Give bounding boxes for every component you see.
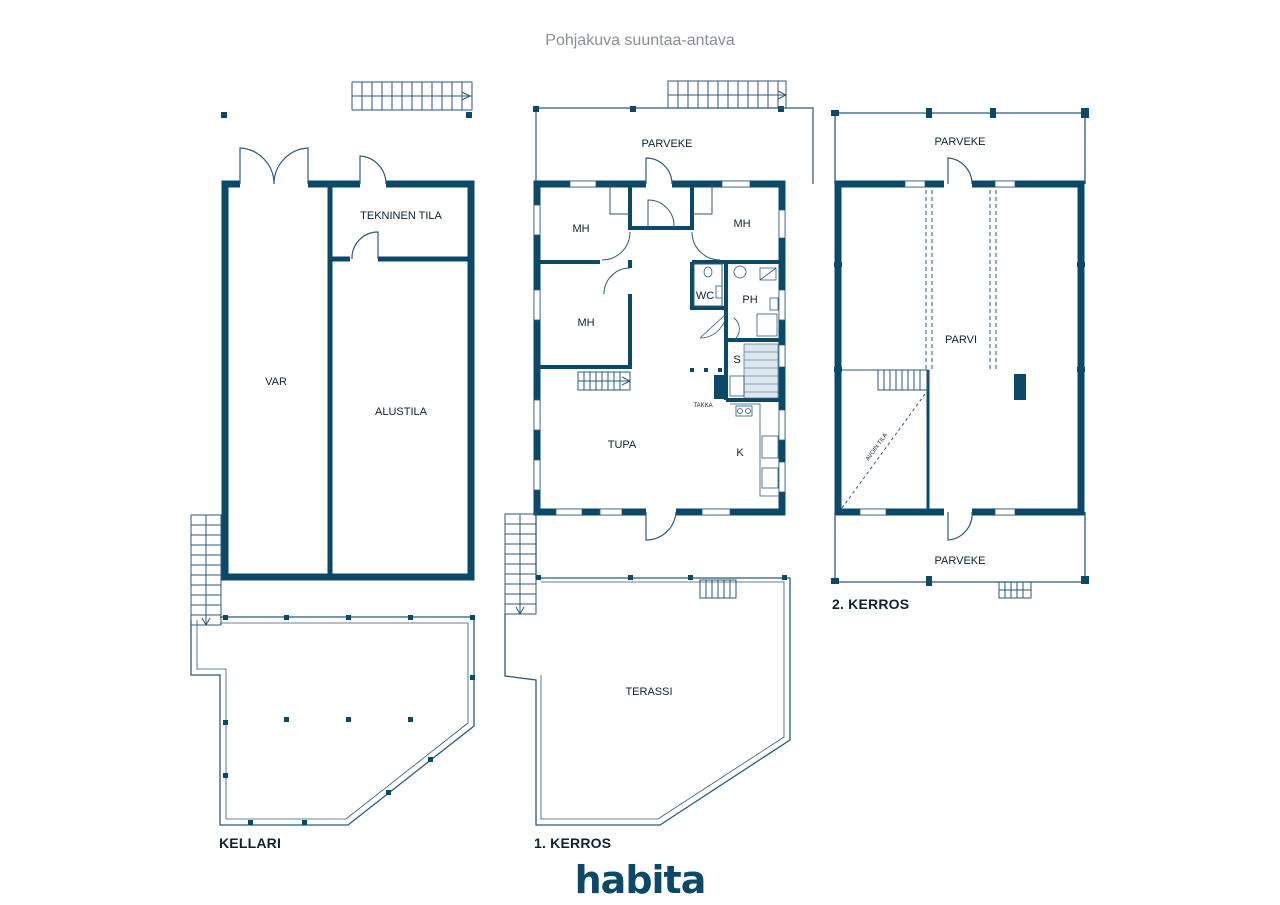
sauna-bench [743, 343, 779, 399]
first-terrace [504, 512, 791, 826]
stairs [667, 80, 788, 109]
floor-label-kellari: KELLARI [219, 835, 282, 851]
second-bottom-balcony [834, 512, 1086, 583]
door [947, 511, 973, 541]
second-floor: AVOIN TILA PARVEKE PARVI PARVEKE [831, 108, 1089, 599]
stairs [998, 581, 1032, 599]
room-label-parveke: PARVEKE [935, 136, 986, 148]
stairs [504, 513, 537, 616]
door [645, 511, 677, 541]
room-label-mh: MH [577, 317, 594, 329]
fireplace [714, 375, 728, 399]
room-label-takka: TAKKA [693, 403, 712, 409]
door [359, 155, 387, 185]
door [351, 231, 379, 260]
kitchen-counter [730, 403, 780, 497]
chimney [1014, 374, 1026, 400]
room-label-alustila: ALUSTILA [375, 406, 428, 418]
stairs [577, 371, 632, 391]
room-label-s: S [733, 354, 740, 366]
floor-label-first: 1. KERROS [534, 835, 612, 851]
habita-logo: habita [574, 858, 707, 902]
room-label-parveke: PARVEKE [935, 555, 986, 567]
door [645, 157, 673, 185]
kellari-outer-wall [221, 180, 475, 581]
first-balcony [535, 107, 814, 184]
room-label-ph: PH [742, 294, 757, 306]
room-label-parveke: PARVEKE [642, 138, 693, 150]
plan-caption: Pohjakuva suuntaa-antava [545, 32, 735, 49]
stairs [699, 579, 737, 599]
room-label-mh: MH [572, 223, 589, 235]
room-label-terassi: TERASSI [625, 686, 672, 698]
kellari-terrace [190, 616, 475, 826]
door [947, 157, 973, 185]
second-top-balcony [834, 112, 1086, 184]
first-floor: PARVEKE MH MH MH WC PH S TAKKA TUPA K TE… [504, 80, 814, 826]
room-label-wc: WC [696, 290, 714, 302]
stairs [877, 369, 929, 391]
double-door [239, 147, 309, 185]
room-label-tekninen-tila: TEKNINEN TILA [360, 210, 442, 222]
stairs [190, 514, 222, 627]
room-label-tupa: TUPA [608, 439, 637, 451]
room-label-mh: MH [733, 218, 750, 230]
kellari-floor: TEKNINEN TILA VAR ALUSTILA [190, 81, 475, 826]
floor-label-second: 2. KERROS [832, 596, 910, 612]
room-label-parvi: PARVI [945, 334, 977, 346]
room-label-k: K [736, 447, 744, 459]
room-label-var: VAR [265, 376, 287, 388]
stairs [351, 81, 473, 111]
